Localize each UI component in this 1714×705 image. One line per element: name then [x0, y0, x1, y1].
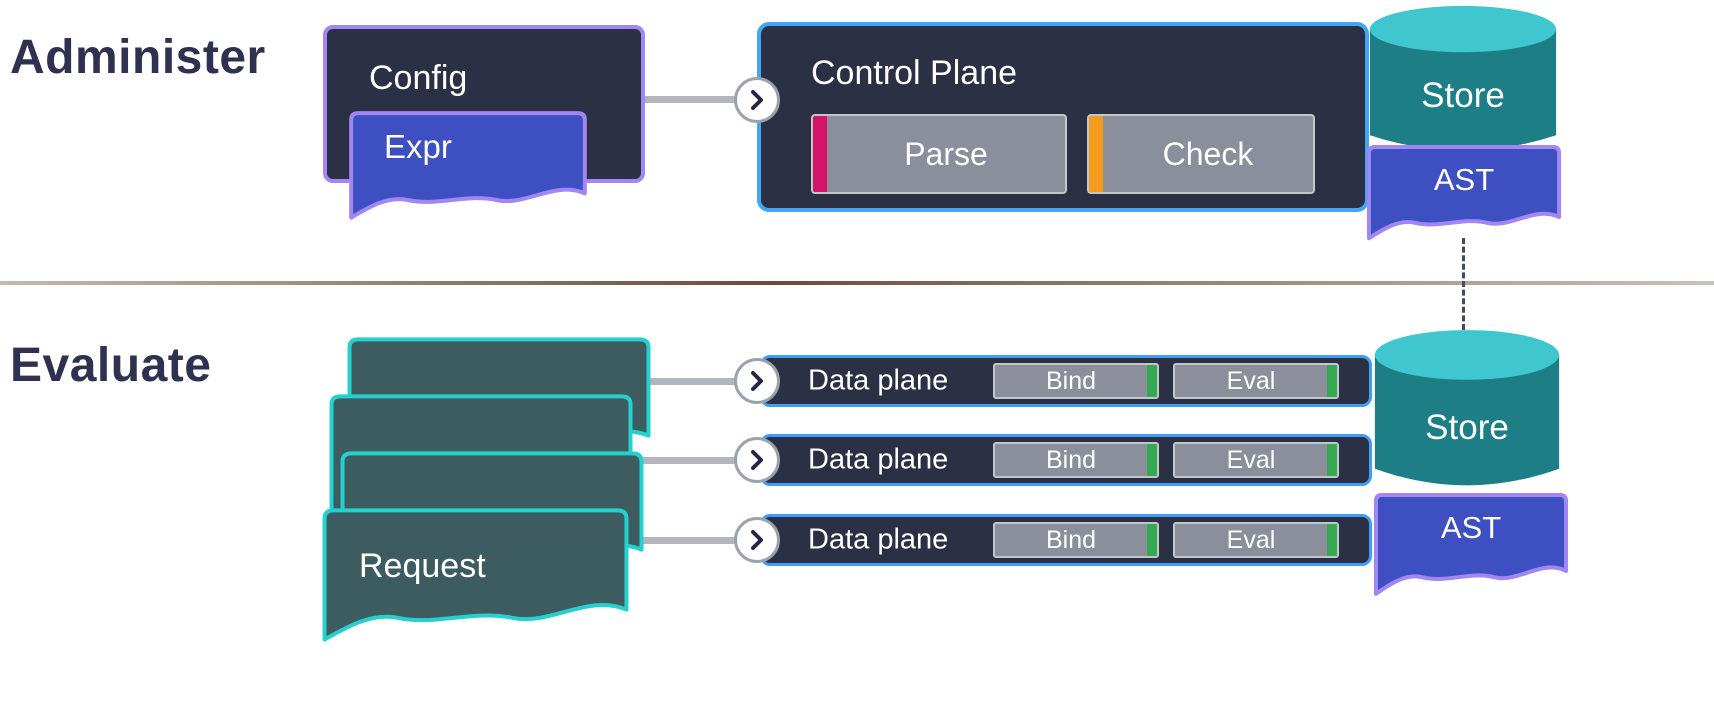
control-plane-title: Control Plane [811, 54, 1018, 92]
eval-step: Eval [1173, 522, 1339, 558]
request-document-front: Request [323, 509, 628, 645]
bind-step: Bind [993, 363, 1159, 399]
bind-step: Bind [993, 522, 1159, 558]
request-to-data-plane-2-connector [630, 457, 762, 464]
request-to-data-plane-1-connector [630, 378, 762, 385]
document-shape-icon [323, 509, 628, 645]
request-to-data-plane-3-connector [630, 537, 762, 544]
chevron-right-icon [751, 90, 763, 110]
ast-label: AST [1440, 510, 1502, 545]
document-shape-icon [1368, 146, 1560, 242]
data-plane-bar: Data plane Bind Eval [760, 434, 1372, 486]
arrow-node [734, 77, 780, 123]
evaluate-section-label: Evaluate [10, 339, 212, 392]
expr-document: Expr [350, 112, 586, 222]
chevron-right-icon [751, 530, 763, 550]
check-step: Check [1087, 114, 1315, 194]
data-plane-label: Data plane [808, 364, 949, 397]
ast-to-store-dashed-connector [1462, 238, 1465, 330]
chevron-right-icon [751, 450, 763, 470]
request-label: Request [359, 547, 486, 585]
section-divider [0, 281, 1714, 285]
parse-step: Parse [811, 114, 1067, 194]
store-cylinder: Store [1373, 328, 1561, 504]
data-plane-label: Data plane [808, 523, 949, 556]
ast-document: AST [1375, 494, 1567, 598]
database-icon [1374, 330, 1560, 486]
expr-label: Expr [384, 128, 452, 165]
store-label: Store [1421, 76, 1505, 115]
data-plane-label: Data plane [808, 443, 949, 476]
eval-step: Eval [1173, 442, 1339, 478]
arrow-node [734, 358, 780, 404]
ast-label: AST [1433, 162, 1495, 197]
config-label: Config [369, 59, 468, 97]
store-label: Store [1425, 408, 1509, 447]
eval-step: Eval [1173, 363, 1339, 399]
document-shape-icon [1375, 494, 1567, 598]
data-plane-bar: Data plane Bind Eval [760, 514, 1372, 566]
chevron-right-icon [751, 371, 763, 391]
database-icon [1369, 5, 1557, 151]
arrow-node [734, 437, 780, 483]
store-cylinder: Store [1368, 4, 1558, 168]
data-plane-bar: Data plane Bind Eval [760, 355, 1372, 407]
control-plane-box: Control Plane Parse Check [757, 22, 1369, 212]
document-shape-icon [350, 112, 586, 222]
administer-section-label: Administer [10, 31, 266, 84]
arrow-node [734, 517, 780, 563]
config-to-control-plane-connector [640, 96, 752, 103]
ast-document: AST [1368, 146, 1560, 242]
bind-step: Bind [993, 442, 1159, 478]
